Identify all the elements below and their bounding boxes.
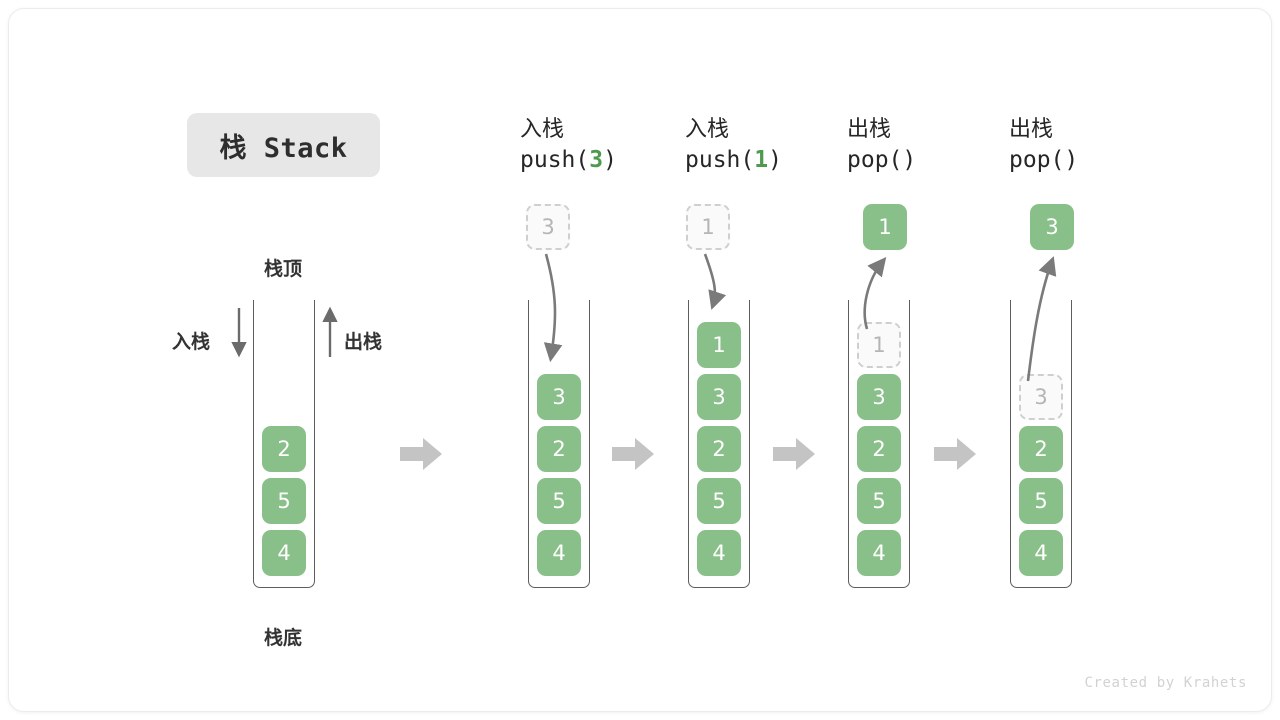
base-stack-container: [253, 300, 315, 588]
push-motion-arrow: [703, 253, 727, 310]
page-title: 栈 Stack: [187, 113, 380, 177]
diagram-stage: 栈 Stack 栈顶 栈底 入栈 出栈 2 5 4 入栈 push(3) 3 3…: [9, 9, 1271, 711]
code-arg: 1: [754, 146, 769, 173]
step4-stack-cell: 5: [1019, 478, 1063, 524]
base-stack-cell: 2: [262, 426, 306, 472]
step2-stack-cell: 5: [697, 478, 741, 524]
step-header-push-3: 入栈 push(3): [520, 115, 720, 176]
step1-stack-cell: 2: [537, 426, 581, 472]
code-suffix: ): [603, 146, 617, 173]
code-prefix: pop(: [1009, 146, 1065, 173]
step-header-pop-3: 出栈 pop(): [1009, 115, 1209, 176]
floating-value-push-1: 1: [686, 204, 730, 250]
code-suffix: ): [902, 146, 917, 173]
floating-value-pop-3: 3: [1030, 204, 1074, 250]
step2-stack-cell: 4: [697, 530, 741, 576]
step1-stack-container: [528, 300, 590, 588]
chevron-right-icon: [612, 438, 654, 470]
step-header-code: push(3): [520, 145, 720, 176]
step3-stack-cell: 5: [857, 478, 901, 524]
code-suffix: ): [768, 146, 782, 173]
step-header-cjk: 入栈: [685, 117, 730, 142]
base-stack-cell: 4: [262, 530, 306, 576]
floating-value-pop-1: 1: [863, 204, 907, 250]
chevron-right-icon: [934, 438, 976, 470]
diagram-card: 栈 Stack 栈顶 栈底 入栈 出栈 2 5 4 入栈 push(3) 3 3…: [8, 8, 1272, 712]
code-arg: 3: [589, 146, 604, 173]
step-header-cjk: 入栈: [520, 117, 565, 142]
step-header-push-1: 入栈 push(1): [685, 115, 885, 176]
step-header-pop-1: 出栈 pop(): [847, 115, 1047, 176]
stack-bottom-label: 栈底: [264, 627, 303, 649]
step4-stack-cell: 3: [1019, 374, 1063, 420]
step1-stack-cell: 5: [537, 478, 581, 524]
step-header-cjk: 出栈: [1009, 117, 1054, 142]
floating-value-push-3: 3: [526, 204, 570, 250]
step-header-cjk: 出栈: [847, 117, 892, 142]
code-suffix: ): [1064, 146, 1079, 173]
step4-stack-container: [1010, 300, 1072, 588]
step3-stack-cell: 4: [857, 530, 901, 576]
step3-stack-container: [848, 300, 910, 588]
step4-stack-cell: 2: [1019, 426, 1063, 472]
code-prefix: push(: [685, 146, 755, 173]
step3-stack-cell: 3: [857, 374, 901, 420]
step4-stack-cell: 4: [1019, 530, 1063, 576]
base-stack-cell: 5: [262, 478, 306, 524]
stack-top-label: 栈顶: [264, 258, 303, 280]
step2-stack-cell: 3: [697, 374, 741, 420]
step-header-code: pop(): [847, 145, 1047, 176]
step2-stack-cell: 1: [697, 322, 741, 368]
push-direction-label: 入栈: [172, 331, 211, 353]
code-prefix: push(: [520, 146, 590, 173]
step3-stack-cell: 2: [857, 426, 901, 472]
step-header-code: push(1): [685, 145, 885, 176]
pop-direction-label: 出栈: [344, 331, 383, 353]
step2-stack-cell: 2: [697, 426, 741, 472]
step1-stack-cell: 3: [537, 374, 581, 420]
chevron-right-icon: [400, 438, 442, 470]
credit-text: Created by Krahets: [1084, 675, 1247, 691]
code-prefix: pop(: [847, 146, 903, 173]
step1-stack-cell: 4: [537, 530, 581, 576]
chevron-right-icon: [773, 438, 815, 470]
step-header-code: pop(): [1009, 145, 1209, 176]
step2-stack-container: [688, 300, 750, 588]
step3-stack-cell: 1: [857, 322, 901, 368]
